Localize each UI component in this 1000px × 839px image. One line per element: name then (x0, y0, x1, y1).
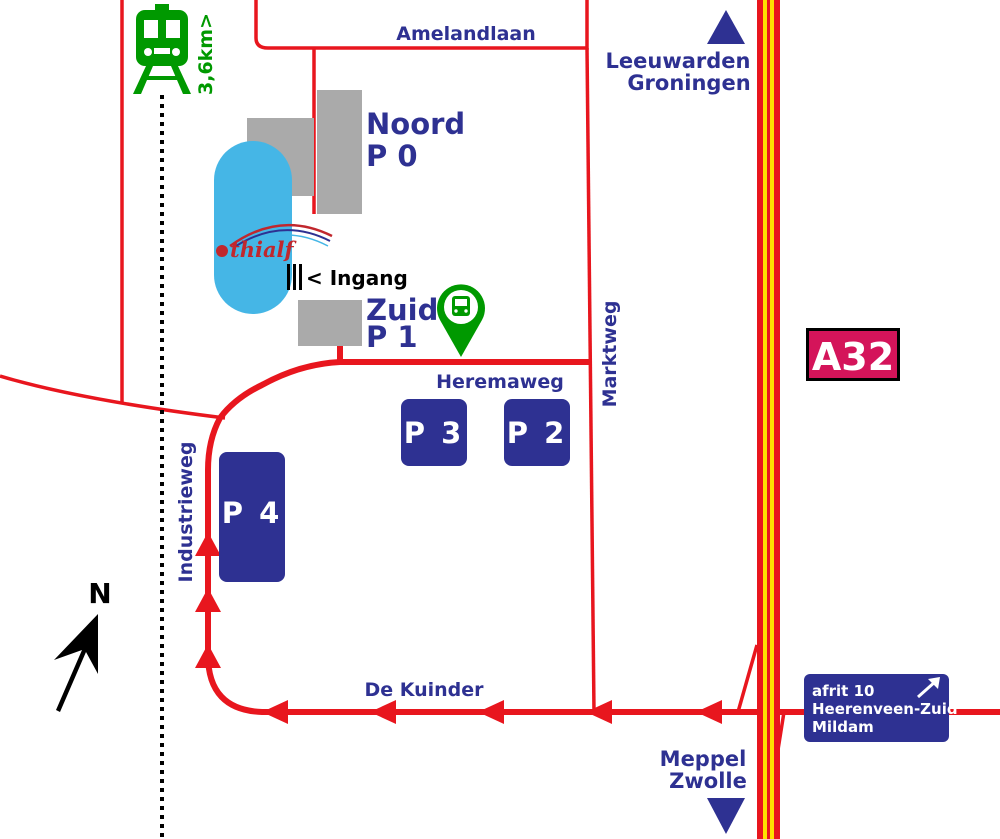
heremaweg-label: Heremaweg (436, 371, 564, 393)
thialf-logo: thialf (216, 223, 333, 262)
amelandlaan-road (254, 0, 589, 50)
arrow-west-icon (696, 700, 722, 724)
direction-south-city2: Zwolle (669, 769, 747, 793)
direction-north-icon (707, 10, 745, 44)
amelandlaan-label: Amelandlaan (396, 23, 536, 45)
arrow-west-icon (586, 700, 612, 724)
direction-south-city1: Meppel (660, 747, 747, 771)
compass-north-label: N (88, 577, 111, 610)
building-zuid (298, 300, 362, 346)
p4-label: P 4 (222, 496, 283, 530)
entrance-label: < Ingang (306, 266, 408, 290)
ramp-north (736, 644, 759, 713)
arrow-north-icon (195, 644, 221, 668)
exit-sign: afrit 10 Heerenveen-Zuid Mildam (804, 674, 958, 742)
parking-p2: P 2 (504, 399, 570, 466)
industrieweg-label: Industrieweg (175, 442, 197, 583)
direction-south-icon (707, 798, 745, 834)
main-route (205, 359, 1000, 715)
de-kuinder-label: De Kuinder (364, 679, 484, 701)
arrow-west-icon (478, 700, 504, 724)
road-west (0, 374, 226, 420)
arrow-north-icon (195, 588, 221, 612)
entrance-icon (287, 264, 290, 290)
exit-sign-destination: Heerenveen-Zuid (812, 700, 958, 718)
thialf-ice-rink (214, 141, 292, 314)
direction-north-city2: Groningen (627, 71, 750, 95)
building-noord (317, 90, 362, 214)
p3-label: P 3 (404, 416, 465, 450)
arrow-west-icon (370, 700, 396, 724)
exit-arrow-icon (917, 677, 940, 699)
p2-label: P 2 (507, 416, 568, 450)
arrow-north-icon (195, 532, 221, 556)
exit-sign-destination2: Mildam (812, 718, 874, 736)
train-distance-label: 3,6km> (195, 13, 217, 95)
a32-highway (757, 0, 780, 839)
parking-zuid-number: P 1 (366, 320, 418, 354)
compass: N (54, 577, 112, 712)
parking-p3: P 3 (401, 399, 467, 466)
marktweg-road (585, 47, 596, 713)
arrow-west-icon (262, 700, 288, 724)
exit-sign-number: afrit 10 (812, 682, 874, 700)
parking-p4: P 4 (219, 452, 285, 582)
parking-noord-number: P 0 (366, 139, 418, 173)
direction-north-city1: Leeuwarden (606, 49, 751, 73)
a32-shield: A32 (806, 328, 900, 381)
north-arrow-icon (54, 614, 98, 712)
thialf-logo-text: thialf (230, 237, 298, 262)
marktweg-label: Marktweg (599, 301, 621, 408)
bus-stop-pin-icon (436, 284, 485, 357)
entrance-marker: < Ingang (287, 264, 408, 290)
parking-noord-title: Noord (366, 107, 465, 141)
route-arrows (195, 532, 722, 724)
a32-shield-label: A32 (812, 335, 894, 379)
parking-zuid-title: Zuid (366, 293, 438, 327)
train-icon (133, 4, 191, 94)
